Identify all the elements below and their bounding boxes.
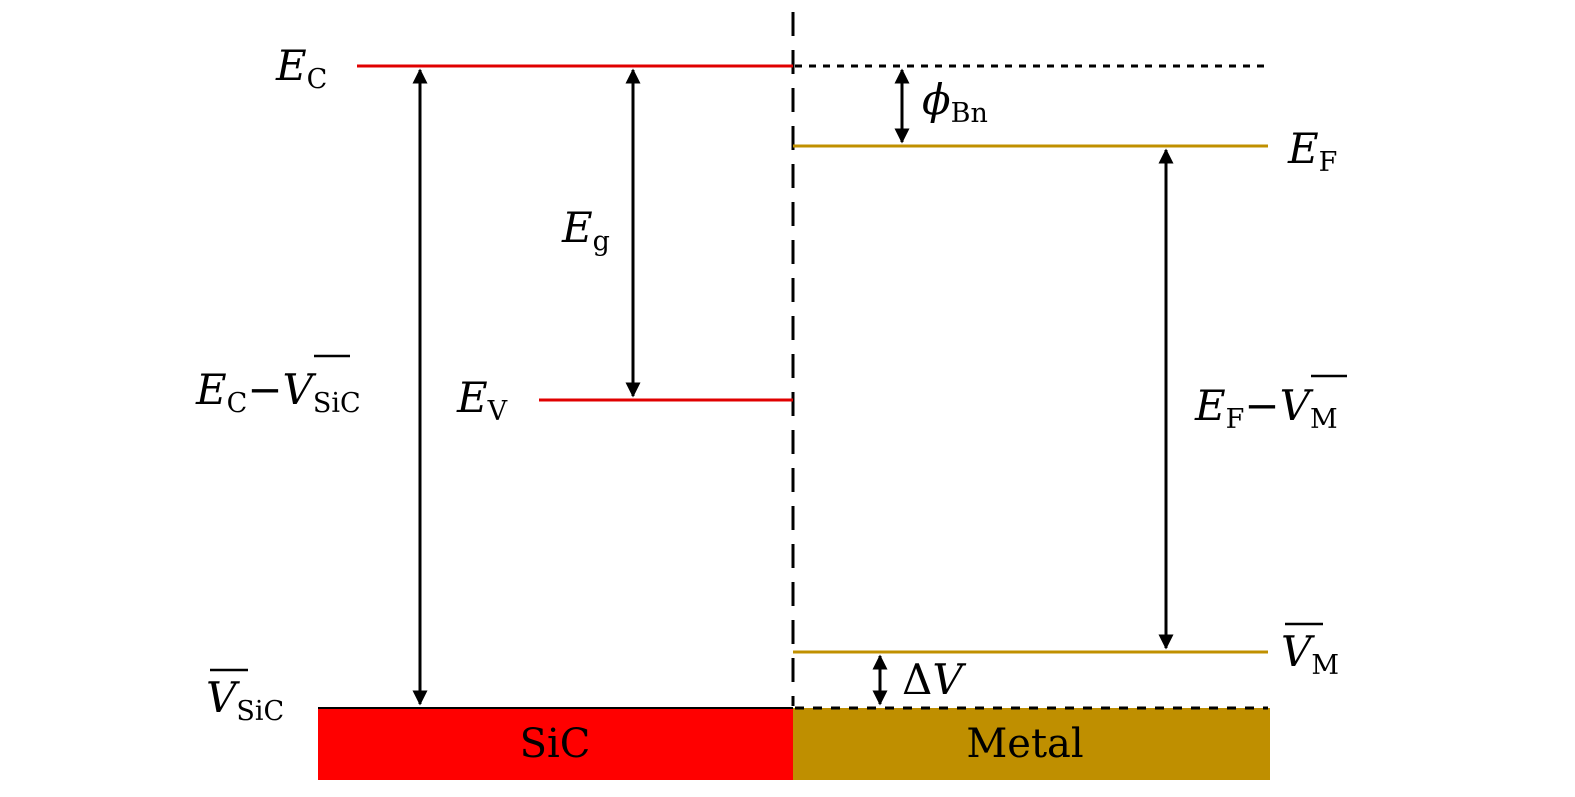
- vsic-label: VSiC: [206, 673, 284, 727]
- eg-label: Eg: [561, 203, 610, 257]
- ef-label: EF: [1287, 124, 1337, 178]
- vm-label: VM: [1281, 627, 1339, 681]
- phi-bn-label: ϕBn: [922, 75, 988, 129]
- sic-block-label: SiC: [520, 721, 591, 767]
- ec-minus-vsic-label: EC−VSiC: [195, 365, 361, 419]
- metal-block-label: Metal: [966, 721, 1083, 767]
- ev-label: EV: [456, 373, 508, 427]
- ef-minus-vm-label: EF−VM: [1194, 381, 1338, 435]
- delta-v-label: ΔV: [902, 655, 966, 704]
- sic-block: [318, 708, 793, 780]
- metal-block: [793, 708, 1270, 780]
- ec-label: EC: [275, 41, 327, 95]
